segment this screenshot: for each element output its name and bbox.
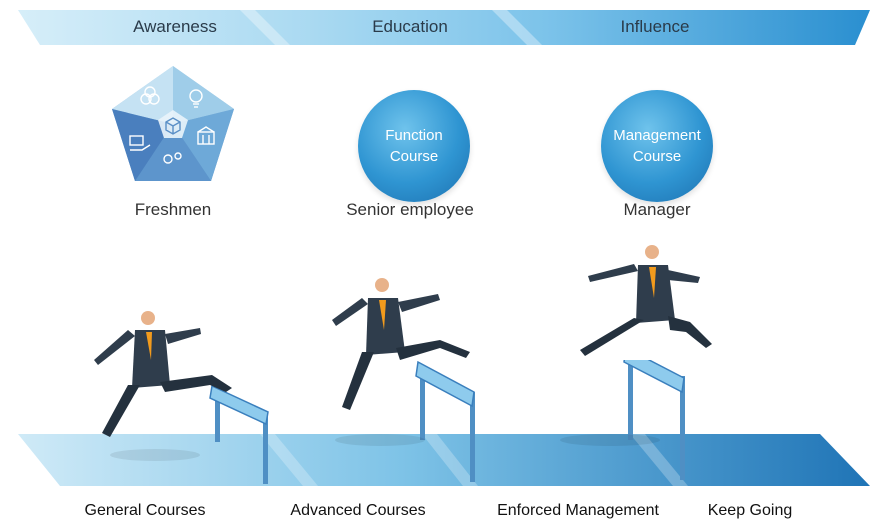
pentagon-center [158, 110, 188, 138]
step-enforced-management-label: Enforced Management [497, 502, 659, 519]
banner-divider [492, 10, 542, 45]
role-senior-employee-label: Senior employee [346, 200, 474, 219]
role-freshmen-label: Freshmen [134, 200, 212, 219]
recycle-icon [140, 86, 160, 105]
banner-divider [240, 10, 290, 45]
management-course-badge: Management Course [601, 90, 713, 202]
function-course-line1: Function [385, 127, 443, 144]
track-illustration [18, 360, 870, 486]
businessman-runner [332, 278, 470, 446]
freshmen-pentagon-badge [112, 66, 234, 181]
pentagon-segment [173, 109, 234, 181]
businessman-runner [560, 245, 712, 446]
role-manager-label: Manager [623, 200, 691, 219]
management-course-line2: Course [632, 148, 682, 165]
briefcase-hand-icon [129, 135, 151, 151]
banner-band [18, 10, 870, 45]
step-keep-going-label: Keep Going [707, 502, 793, 519]
runners-illustration [94, 245, 712, 461]
step-advanced-courses-label: Advanced Courses [290, 502, 426, 519]
stage-education-label: Education [372, 17, 448, 36]
stage-influence-label: Influence [620, 17, 690, 36]
businessman-runner [94, 311, 232, 461]
hurdle [209, 384, 269, 484]
track-divider [260, 434, 318, 486]
management-course-line1: Management [613, 127, 701, 144]
gears-icon [163, 152, 182, 164]
stage-awareness-label: Awareness [133, 17, 217, 36]
pentagon-segment [173, 66, 234, 124]
step-general-courses-label: General Courses [84, 502, 206, 519]
lightbulb-icon [189, 89, 203, 108]
hurdle [623, 360, 685, 480]
track-divider [630, 434, 688, 486]
building-icon [197, 126, 215, 145]
function-course-badge: Function Course [358, 90, 470, 202]
cube-icon [165, 117, 181, 135]
hurdle [415, 360, 475, 482]
function-course-line2: Course [389, 148, 439, 165]
track-floor [18, 434, 870, 486]
stage-banner [18, 10, 870, 45]
track-divider [422, 434, 478, 486]
pentagon-segment [135, 124, 211, 181]
